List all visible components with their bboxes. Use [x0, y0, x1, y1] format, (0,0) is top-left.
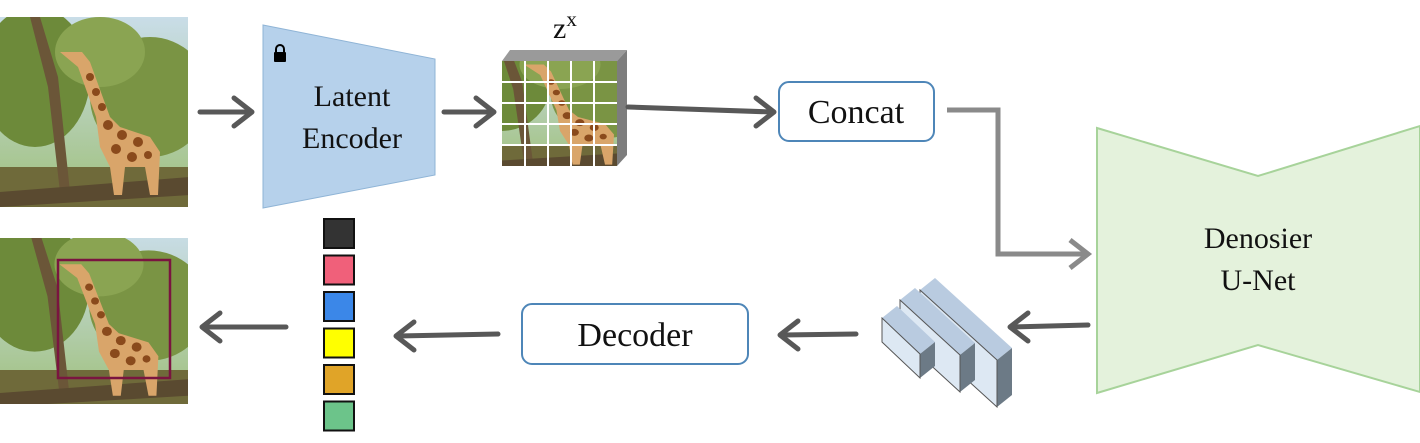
concat-label: Concat — [808, 94, 905, 131]
latent-encoder: Latent Encoder — [262, 24, 436, 209]
encoder-label-line2: Encoder — [302, 122, 402, 155]
token-square — [323, 364, 355, 395]
arrow-encoder-to-latent — [441, 95, 497, 129]
token-square — [323, 327, 355, 359]
decoder-box: Decoder — [521, 303, 749, 365]
arrow-concat-to-unet — [947, 107, 1093, 270]
input-image — [0, 17, 188, 207]
concat-box: Concat — [778, 81, 935, 142]
arrow-latent-to-concat — [625, 95, 777, 129]
encoder-label-line1: Latent — [314, 80, 391, 113]
arrow-features-to-decoder — [777, 318, 859, 352]
unet-label-line1: Denosier — [1204, 222, 1312, 255]
decoder-label: Decoder — [577, 317, 693, 354]
arrow-image-to-encoder — [197, 95, 255, 129]
token-square — [323, 291, 355, 322]
latent-grid: zx — [502, 7, 627, 166]
unet-label-line2: U-Net — [1221, 264, 1297, 297]
detection-bounding-box — [56, 258, 172, 380]
arrow-decoder-to-tokens — [393, 319, 501, 353]
lock-icon — [274, 44, 286, 62]
output-token-stack — [323, 218, 355, 432]
token-square — [323, 218, 355, 249]
arrow-tokens-to-output — [199, 310, 289, 344]
token-square — [323, 400, 355, 432]
denoiser-unet: Denosier U-Net — [1096, 124, 1420, 395]
arrow-unet-to-features — [1007, 310, 1091, 344]
feature-blocks — [881, 278, 1012, 409]
token-square — [323, 254, 355, 286]
latent-label: zx — [553, 7, 577, 45]
